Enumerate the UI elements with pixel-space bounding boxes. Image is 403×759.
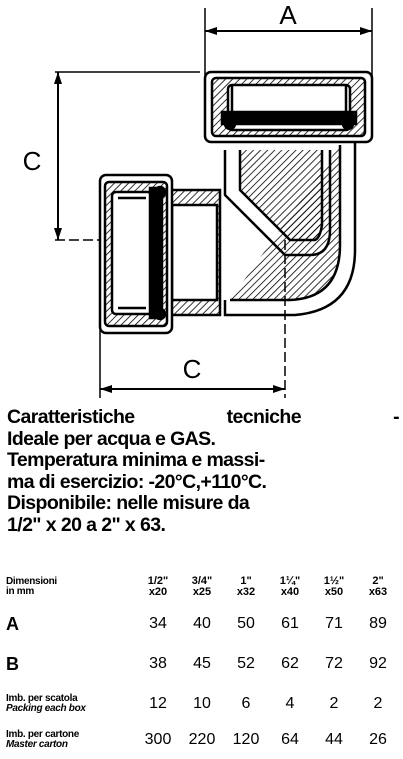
table-cell: 62 — [281, 655, 299, 672]
header-label-2: in mm — [6, 586, 34, 597]
table-cell: 300 — [144, 731, 172, 748]
technical-description: Caratteristiche tecniche - Ideale per ac… — [7, 406, 400, 536]
table-cell: 71 — [325, 615, 343, 632]
table-row-a: A 34 40 50 61 71 89 — [6, 607, 400, 641]
table-row-master: Imb. per cartone Master carton 300 220 1… — [6, 721, 400, 759]
table-cell: 52 — [237, 655, 255, 672]
packing-label-2: Packing each box — [6, 703, 86, 714]
desc-line-1-b: tecniche — [226, 406, 302, 428]
table-cell: 64 — [281, 731, 299, 748]
row-label: B — [6, 653, 19, 674]
side-nut — [98, 173, 174, 335]
table-cell: 92 — [369, 655, 387, 672]
top-nut — [203, 70, 374, 144]
header-label-1: Dimensioni — [6, 576, 57, 587]
header-label: Dimensioni in mm — [6, 567, 136, 607]
size-header: 1½"x50 — [323, 575, 345, 598]
desc-line-1-a: Caratteristiche — [7, 406, 135, 428]
table-cell: 44 — [325, 731, 343, 748]
elbow-fitting-drawing: A C C — [23, 0, 374, 398]
dimension-c-vertical-label: C — [23, 146, 42, 176]
table-cell: 61 — [281, 615, 299, 632]
table-cell: 50 — [237, 615, 255, 632]
dimension-a-label: A — [279, 0, 297, 30]
desc-line-1-c: - — [393, 406, 399, 428]
table-cell: 38 — [149, 655, 167, 672]
dimensions-table: Dimensioni in mm 1/2"x20 3/4"x25 1"x32 1… — [6, 567, 400, 759]
master-label-1: Imb. per cartone — [6, 729, 79, 740]
table-cell: 34 — [149, 615, 167, 632]
table-row-packing: Imb. per scatola Packing each box 12 10 … — [6, 687, 400, 721]
table-cell: 4 — [285, 695, 295, 712]
dimension-c-horizontal-label: C — [183, 354, 202, 384]
desc-line-5: Disponibile: nelle misure da — [7, 492, 250, 514]
size-header: 3/4"x25 — [191, 575, 213, 598]
table-cell: 12 — [149, 695, 167, 712]
table-cell: 2 — [329, 695, 339, 712]
table-cell: 72 — [325, 655, 343, 672]
table-cell: 2 — [373, 695, 383, 712]
desc-line-6: 1/2" x 20 a 2" x 63. — [7, 513, 166, 536]
size-header: 2"x63 — [368, 575, 388, 598]
desc-line-2: Ideale per acqua e GAS. — [7, 427, 216, 450]
table-cell: 220 — [188, 731, 216, 748]
table-cell: 120 — [232, 731, 260, 748]
table-row-b: B 38 45 52 62 72 92 — [6, 641, 400, 687]
table-cell: 45 — [193, 655, 211, 672]
master-label: Imb. per cartone Master carton — [6, 721, 136, 759]
size-header: 1/2"x20 — [147, 575, 169, 598]
table-cell: 40 — [193, 615, 211, 632]
table-cell: 6 — [241, 695, 251, 712]
row-label: A — [6, 613, 19, 634]
desc-line-4: ma di esercizio: -20°C,+110°C. — [7, 470, 267, 493]
side-collar — [158, 188, 222, 317]
table-header-row: Dimensioni in mm 1/2"x20 3/4"x25 1"x32 1… — [6, 567, 400, 607]
dimension-a: A — [204, 0, 373, 78]
dimension-c-horizontal: C — [99, 240, 286, 398]
desc-line-3: Temperatura minima e massi- — [7, 449, 265, 471]
packing-label-1: Imb. per scatola — [6, 693, 78, 704]
table-cell: 26 — [369, 731, 387, 748]
size-header: 1¼"x40 — [279, 575, 301, 598]
size-header: 1"x32 — [236, 575, 256, 598]
table-cell: 89 — [369, 615, 387, 632]
desc-line-1: Caratteristiche tecniche - — [7, 406, 400, 429]
master-label-2: Master carton — [6, 739, 68, 750]
packing-label: Imb. per scatola Packing each box — [6, 687, 136, 721]
table-cell: 10 — [193, 695, 211, 712]
elbow-body — [223, 140, 357, 317]
dimension-c-vertical: C — [23, 71, 200, 241]
